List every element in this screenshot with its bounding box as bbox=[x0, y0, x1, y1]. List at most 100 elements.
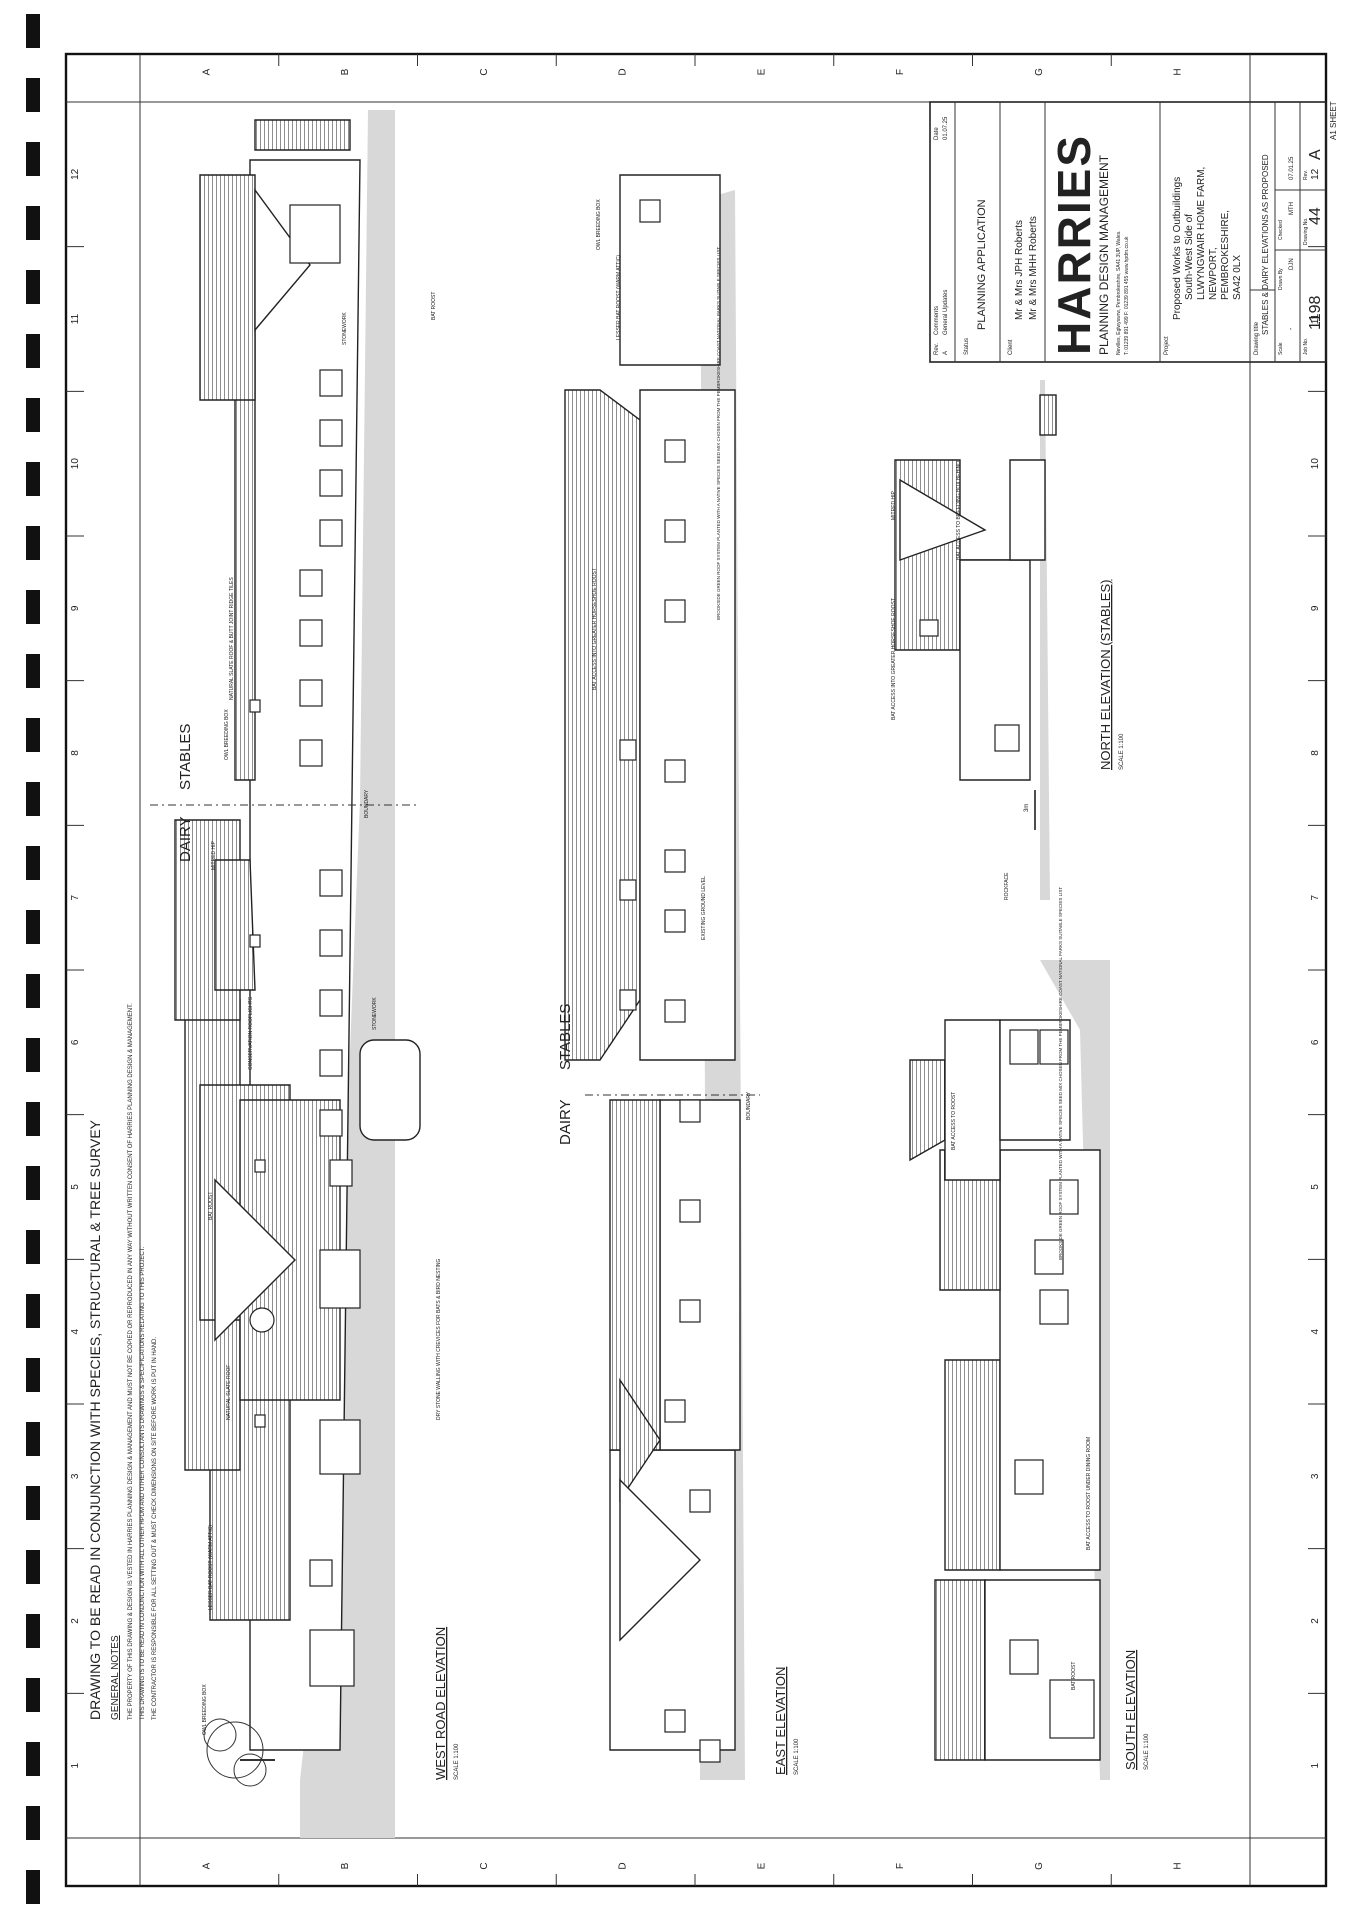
label-boundary-2: BOUNDARY bbox=[746, 1091, 752, 1120]
label-bat-dining: BAT ACCESS TO ROOST UNDER DINING ROOM bbox=[1086, 1437, 1092, 1550]
south-windows bbox=[1009, 1029, 1079, 1675]
south-elevation: BAT ACCESS TO ROOST UNDER DINING ROOM BR… bbox=[909, 887, 1150, 1780]
binding-hole bbox=[26, 1742, 40, 1776]
east-wall-2 bbox=[659, 1099, 741, 1451]
binding-hole bbox=[26, 206, 40, 240]
label-lesser-bat-2: LESSER BAT ROOST (WARM ATTIC) bbox=[616, 255, 622, 340]
grid-number: 6 bbox=[70, 1039, 81, 1045]
north-elevation: 3m ROCKFACE BAT ACCESS INTO GREATER HORS… bbox=[891, 380, 1125, 900]
window-icon bbox=[299, 739, 323, 767]
grid-number: 9 bbox=[70, 605, 81, 611]
zone-dairy-2: DAIRY bbox=[557, 1099, 574, 1145]
binding-hole bbox=[26, 910, 40, 944]
window-icon bbox=[664, 439, 686, 463]
window-icon bbox=[664, 909, 686, 933]
window-icon bbox=[299, 619, 323, 647]
tb-drawing-title: STABLES & DAIRY ELEVATIONS AS PROPOSED bbox=[1261, 154, 1270, 335]
tb-rev2: A bbox=[1307, 149, 1324, 160]
window-icon bbox=[299, 679, 323, 707]
east-roof-2 bbox=[564, 389, 641, 1061]
grid-letter: D bbox=[618, 68, 629, 75]
binding-hole bbox=[26, 1870, 40, 1904]
east-wall-4 bbox=[619, 174, 721, 366]
owl-window-icon bbox=[249, 1307, 275, 1333]
tb-drawing-title-label: Drawing title bbox=[1254, 321, 1260, 355]
grid-number: 12 bbox=[1310, 168, 1321, 180]
tb-rev-value: A bbox=[943, 351, 949, 355]
door-d5 bbox=[309, 1629, 355, 1687]
east-elevation: DAIRY STABLES BAT ACCESS INTO GREATER HO… bbox=[557, 174, 800, 1780]
tb-rev-date: 01.07.25 bbox=[943, 116, 949, 140]
grid-number: 11 bbox=[1310, 313, 1321, 324]
grid-letter: G bbox=[1034, 68, 1045, 76]
tb-checked-label: Checked bbox=[1278, 220, 1284, 240]
window-icon bbox=[319, 419, 343, 447]
grid-letter: H bbox=[1173, 68, 1184, 75]
binding-hole bbox=[26, 1678, 40, 1712]
binding-hole bbox=[26, 1038, 40, 1072]
tb-project-label: Project bbox=[1164, 336, 1170, 355]
window-icon bbox=[319, 1049, 343, 1077]
rooflight-icon bbox=[249, 934, 261, 948]
roof-section-8 bbox=[254, 119, 351, 151]
vehicle-icon bbox=[359, 1039, 421, 1141]
door-w3 bbox=[289, 204, 341, 264]
binding-hole bbox=[26, 462, 40, 496]
binding-hole bbox=[26, 1358, 40, 1392]
south-door bbox=[1049, 1679, 1095, 1739]
east-scale: SCALE 1:100 bbox=[794, 1738, 800, 1775]
grid-number: 10 bbox=[1310, 458, 1321, 470]
grid-number: 11 bbox=[70, 313, 81, 324]
label-owl-box-3: OWL BREEDING BOX bbox=[596, 199, 602, 250]
grid-letter: A bbox=[201, 68, 212, 75]
binding-hole bbox=[26, 142, 40, 176]
binding-hole bbox=[26, 1422, 40, 1456]
east-wall-3 bbox=[639, 389, 736, 1061]
grid-number: 8 bbox=[70, 750, 81, 756]
window-icon bbox=[309, 1559, 333, 1587]
south-roof-1 bbox=[934, 1579, 986, 1761]
grid-number: 4 bbox=[70, 1328, 81, 1334]
grid-number: 2 bbox=[1310, 1618, 1321, 1624]
grid-letter: B bbox=[340, 1862, 351, 1869]
east-windows bbox=[619, 199, 721, 1763]
label-mitred-hip-1: MITRED HIP bbox=[211, 840, 217, 870]
tb-status-label: Status bbox=[964, 338, 970, 355]
binding-hole bbox=[26, 1614, 40, 1648]
east-gable-2 bbox=[619, 1478, 701, 1642]
roof-section-5 bbox=[214, 859, 256, 991]
grid-number: 9 bbox=[1310, 605, 1321, 611]
gable-1 bbox=[214, 1178, 296, 1342]
notes-item-3: THE CONTRACTOR IS RESPONSIBLE FOR ALL SE… bbox=[152, 1337, 158, 1720]
tb-rev-comment: General Updates bbox=[943, 290, 949, 335]
label-ground-level: EXISTING GROUND LEVEL bbox=[701, 876, 707, 940]
window-icon bbox=[664, 1709, 686, 1733]
grid-number: 4 bbox=[1310, 1328, 1321, 1334]
binding-hole bbox=[26, 846, 40, 880]
tb-date2: 07.01.25 bbox=[1289, 156, 1295, 180]
grid-letter: D bbox=[618, 1862, 629, 1869]
tb-rev-label: Rev. bbox=[934, 343, 940, 355]
grid-letter: F bbox=[895, 1863, 906, 1869]
south-roof-5 bbox=[909, 1059, 946, 1162]
label-bat-roost-1: BAT ROOST bbox=[208, 1192, 214, 1220]
tb-scale: - bbox=[1288, 327, 1295, 330]
label-natural-slate: NATURAL SLATE ROOF bbox=[226, 1365, 232, 1420]
window-icon bbox=[319, 469, 343, 497]
tb-project-line: SA42 0LX bbox=[1232, 255, 1243, 300]
north-title: NORTH ELEVATION (STABLES) bbox=[1098, 580, 1113, 770]
window-icon bbox=[619, 879, 637, 901]
binding-hole bbox=[26, 78, 40, 112]
window-icon bbox=[664, 519, 686, 543]
window-icon bbox=[329, 1159, 353, 1187]
label-rockface: ROCKFACE bbox=[1004, 872, 1010, 900]
label-stonework-2: STONEWORK bbox=[372, 997, 378, 1030]
tb-project-line: LLWYNGWAIR HOME FARM, bbox=[1196, 167, 1207, 300]
door-d7 bbox=[319, 1419, 361, 1475]
label-slate-ridge: NATURAL SLATE ROOF & BUTT JOINT RIDGE TI… bbox=[229, 577, 235, 700]
window-icon bbox=[679, 1199, 701, 1223]
